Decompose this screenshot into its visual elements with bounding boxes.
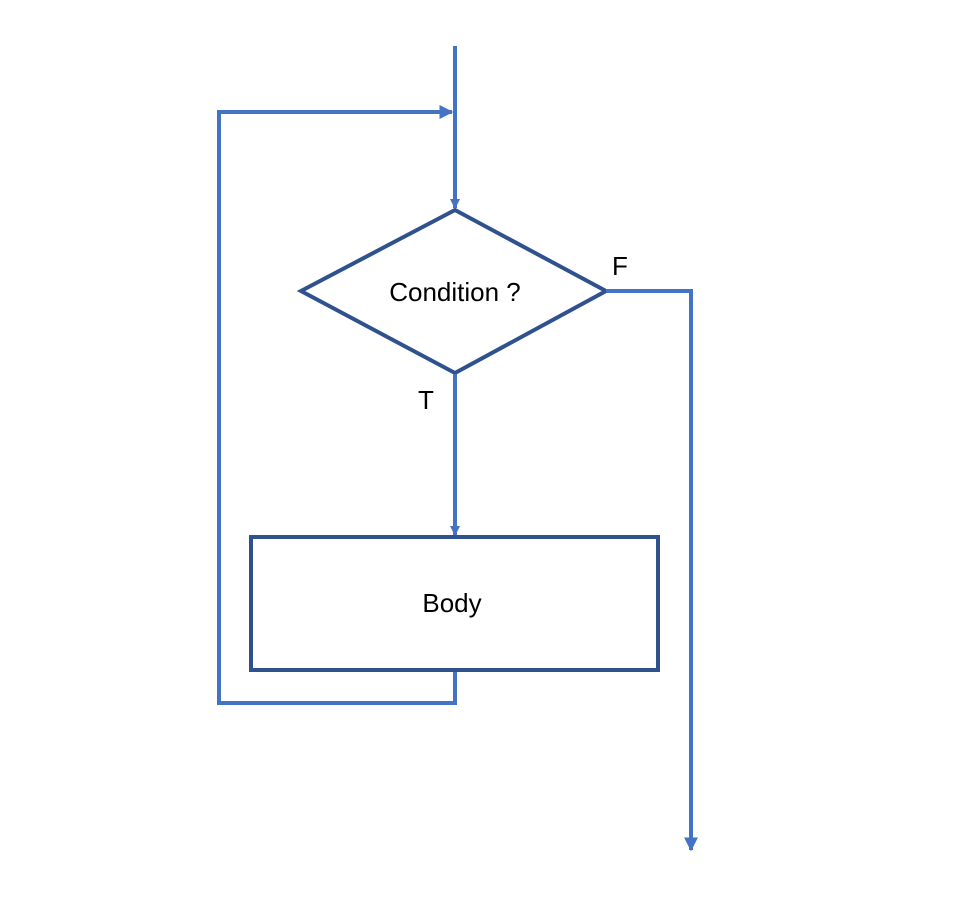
body-box xyxy=(249,535,660,672)
body-label: Body xyxy=(422,588,482,618)
true-branch-label: T xyxy=(418,385,434,415)
false-branch-label: F xyxy=(612,251,628,281)
condition-label: Condition ? xyxy=(389,277,521,307)
false-branch-arrow xyxy=(606,289,698,852)
loop-back-connector xyxy=(217,105,457,705)
condition-diamond xyxy=(296,207,611,376)
